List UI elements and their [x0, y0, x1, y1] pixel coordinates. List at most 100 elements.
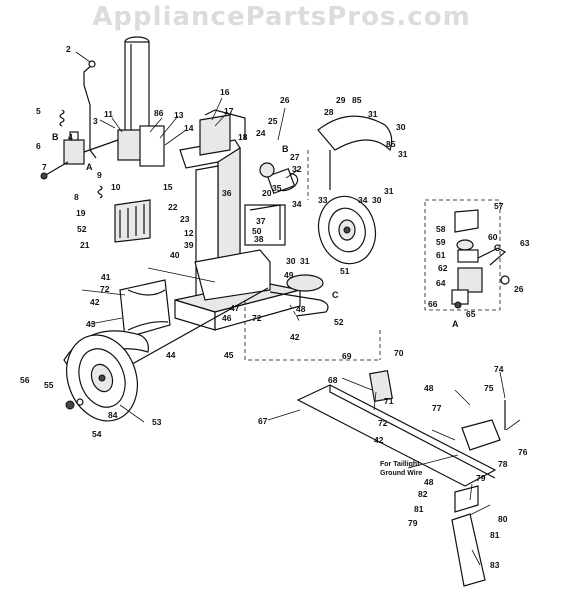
label-4: 4 — [68, 132, 73, 142]
label-86: 86 — [154, 108, 164, 118]
label-13: 13 — [174, 110, 184, 120]
label-63: 63 — [520, 238, 530, 248]
label-25: 25 — [268, 116, 278, 126]
label-34: 34 — [292, 199, 302, 209]
label-71: 71 — [384, 396, 394, 406]
label-44: 44 — [166, 350, 176, 360]
label-28: 28 — [324, 107, 334, 117]
label-21: 21 — [80, 240, 90, 250]
note-line-2: Ground Wire — [380, 470, 422, 477]
label-43: 43 — [86, 319, 96, 329]
label-5: 5 — [36, 106, 41, 116]
label-8: 8 — [74, 192, 79, 202]
label-84: 84 — [108, 410, 118, 420]
label-42: 42 — [90, 297, 100, 307]
label-26b: 26 — [514, 284, 524, 294]
label-53: 53 — [152, 417, 162, 427]
label-79: 79 — [476, 473, 486, 483]
label-82: 82 — [418, 489, 428, 499]
label-60: 60 — [488, 232, 498, 242]
label-23: 23 — [180, 214, 190, 224]
label-41: 41 — [101, 272, 111, 282]
label-83: 83 — [490, 560, 500, 570]
label-70: 70 — [394, 348, 404, 358]
label-66: 66 — [428, 299, 438, 309]
wedge-assembly — [199, 114, 286, 246]
label-45: 45 — [224, 350, 234, 360]
label-12: 12 — [184, 228, 194, 238]
label-74: 74 — [494, 364, 504, 374]
label-81: 81 — [490, 530, 500, 540]
label-31: 31 — [368, 109, 378, 119]
label-62: 62 — [438, 263, 448, 273]
label-65: 65 — [466, 309, 476, 319]
label-15: 15 — [163, 182, 173, 192]
spring-parts — [59, 109, 103, 199]
label-55: 55 — [44, 380, 54, 390]
label-42c: 42 — [374, 435, 384, 445]
label-64: 64 — [436, 278, 446, 288]
valve-handle — [83, 60, 97, 159]
note-line-1: For Taillight — [380, 461, 420, 468]
label-27: 27 — [290, 152, 300, 162]
hitch-detail — [451, 209, 510, 309]
label-51: 51 — [340, 266, 350, 276]
label-9: 9 — [97, 170, 102, 180]
callout-b-pump: B — [282, 144, 289, 154]
label-85b: 85 — [386, 139, 396, 149]
label-72: 72 — [100, 284, 110, 294]
base-plate — [174, 249, 301, 331]
right-fender — [317, 115, 393, 190]
label-78: 78 — [498, 459, 508, 469]
label-48b: 48 — [424, 383, 434, 393]
label-67: 67 — [258, 416, 268, 426]
label-72b: 72 — [252, 313, 262, 323]
callout-c-base: C — [332, 290, 339, 300]
label-58: 58 — [436, 224, 446, 234]
label-81b: 81 — [414, 504, 424, 514]
reference-callouts: A B C B C A — [52, 132, 501, 329]
label-17: 17 — [224, 106, 234, 116]
label-42b: 42 — [290, 332, 300, 342]
label-31b: 31 — [398, 149, 408, 159]
label-80: 80 — [498, 514, 508, 524]
label-48: 48 — [296, 304, 306, 314]
label-2: 2 — [66, 44, 71, 54]
label-50: 50 — [252, 226, 262, 236]
label-52: 52 — [77, 224, 87, 234]
label-16: 16 — [220, 87, 230, 97]
label-39: 39 — [184, 240, 194, 250]
label-34b: 34 — [358, 195, 368, 205]
label-54: 54 — [92, 429, 102, 439]
detail-boundaries — [244, 150, 501, 361]
label-52b: 52 — [334, 317, 344, 327]
label-19: 19 — [76, 208, 86, 218]
label-77: 77 — [432, 403, 442, 413]
label-26: 26 — [280, 95, 290, 105]
label-6: 6 — [36, 141, 41, 151]
control-valve — [40, 131, 119, 180]
label-36: 36 — [222, 188, 232, 198]
label-68: 68 — [328, 375, 338, 385]
label-46: 46 — [222, 313, 232, 323]
label-40: 40 — [170, 250, 180, 260]
right-wheel — [317, 195, 377, 265]
label-59: 59 — [436, 237, 446, 247]
label-7: 7 — [42, 162, 47, 172]
leader-lines — [75, 51, 521, 566]
callout-a-detail: A — [452, 319, 459, 329]
label-57: 57 — [494, 201, 504, 211]
label-30c: 30 — [286, 256, 296, 266]
hitch-loop — [269, 274, 329, 317]
left-wheel — [63, 330, 149, 422]
label-24: 24 — [256, 128, 266, 138]
callout-a-valve: A — [86, 162, 93, 172]
log-guide-bracket — [114, 199, 151, 243]
label-32: 32 — [292, 164, 302, 174]
label-56: 56 — [20, 375, 30, 385]
label-35: 35 — [272, 183, 282, 193]
taillight-note: For Taillight Ground Wire — [380, 461, 422, 477]
label-33: 33 — [318, 195, 328, 205]
label-29: 29 — [336, 95, 346, 105]
